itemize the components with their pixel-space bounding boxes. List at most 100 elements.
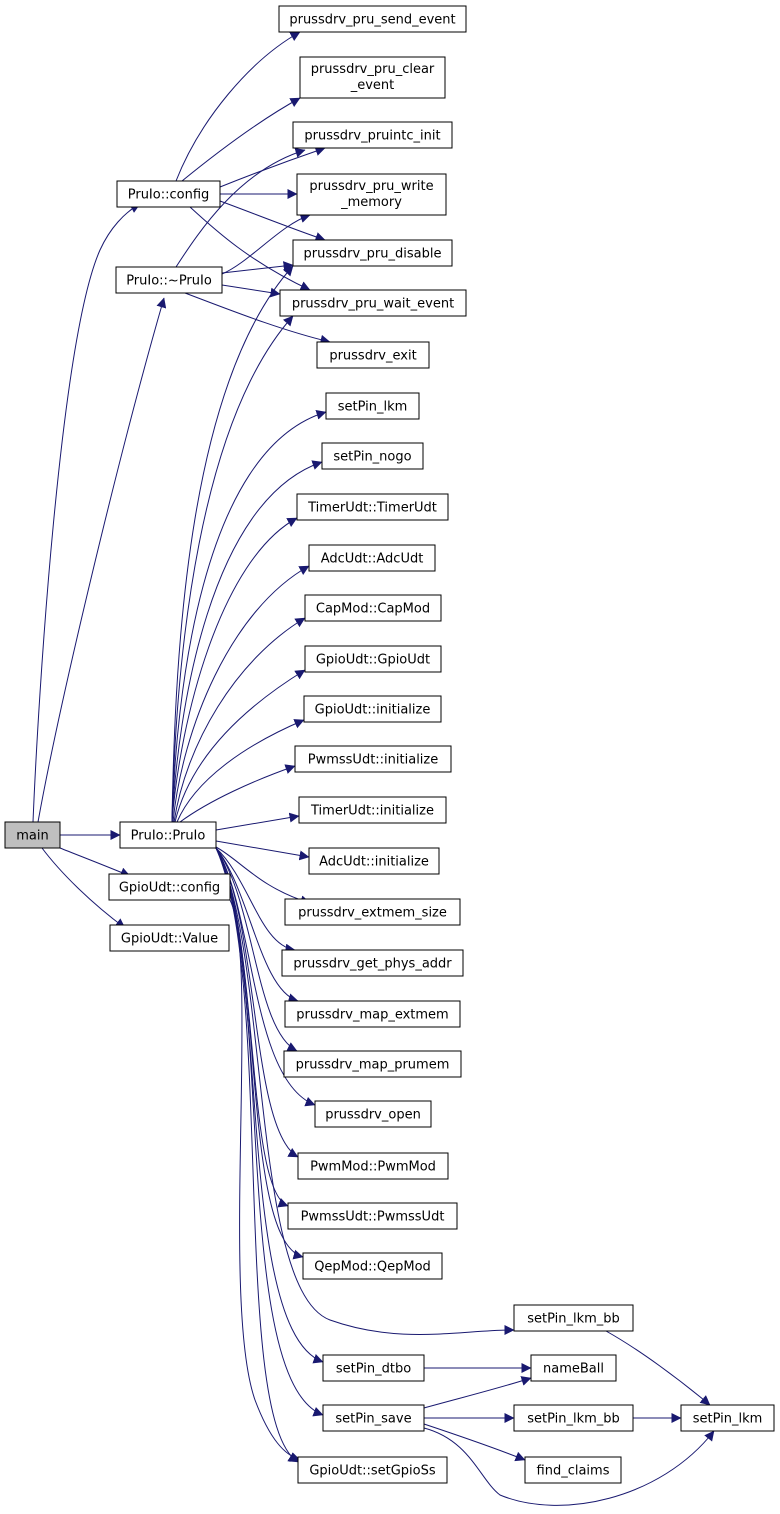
node-pruio-dtor[interactable]: PruIo::~PruIo	[115, 266, 223, 294]
node-label: setPin_lkm	[693, 1412, 763, 1427]
node-setpin-dtbo[interactable]: setPin_dtbo	[322, 1354, 425, 1382]
node-label: PwmMod::PwmMod	[310, 1160, 436, 1175]
node-label: prussdrv_pruintc_init	[304, 129, 440, 144]
node-label: GpioUdt::Value	[121, 932, 218, 947]
node-pruio-ctor[interactable]: PruIo::PruIo	[119, 821, 217, 849]
edge-main-to-pruio_dtor	[37, 297, 167, 823]
node-gpioudt-ctor[interactable]: GpioUdt::GpioUdt	[304, 645, 442, 673]
node-nameball[interactable]: nameBall	[530, 1354, 617, 1382]
edge-setpin_save-to-find_claims	[423, 1423, 526, 1462]
node-box	[325, 392, 420, 420]
edge-pruio_dtor-to-pruintc_init	[175, 148, 306, 268]
node-find-claims[interactable]: find_claims	[524, 1456, 622, 1484]
node-label: setPin_dtbo	[336, 1362, 411, 1377]
node-adcudt-init[interactable]: AdcUdt::initialize	[308, 847, 440, 875]
edge-pruio_ctor-to-pru_disable	[171, 265, 294, 823]
node-pru-disable[interactable]: prussdrv_pru_disable	[292, 239, 453, 267]
edge-pruio_ctor-to-qepmod_ctor	[215, 847, 304, 1260]
node-map-prumem[interactable]: prussdrv_map_prumem	[283, 1050, 462, 1078]
call-edges	[32, 31, 715, 1506]
node-label: PruIo::~PruIo	[126, 274, 212, 289]
node-box	[294, 745, 452, 773]
edge-pruio_config-to-pru_wait_event	[189, 206, 311, 291]
node-label: QepMod::QepMod	[314, 1260, 431, 1275]
edge-pruio_ctor-to-pru_wait_event	[171, 315, 294, 823]
node-gpioudt-value[interactable]: GpioUdt::Value	[109, 924, 230, 952]
edge-pruio_dtor-to-pru_disable	[221, 261, 294, 274]
edge-pruio_ctor-to-adcudt_ctor	[172, 565, 310, 823]
node-prussdrv-open[interactable]: prussdrv_open	[314, 1100, 432, 1128]
node-gpioudt-init[interactable]: GpioUdt::initialize	[303, 695, 442, 723]
node-setpin-lkm-b[interactable]: setPin_lkm	[680, 1404, 775, 1432]
node-box	[109, 924, 230, 952]
node-label: PwmssUdt::initialize	[308, 753, 439, 768]
node-get-phys-addr[interactable]: prussdrv_get_phys_addr	[281, 949, 464, 977]
node-box	[316, 341, 430, 369]
node-label: CapMod::CapMod	[316, 602, 430, 617]
node-box	[513, 1304, 634, 1332]
node-prussdrv-exit[interactable]: prussdrv_exit	[316, 341, 430, 369]
node-pru-send-event[interactable]: prussdrv_pru_send_event	[278, 5, 467, 33]
edge-pruio_ctor-to-setpin_lkm_a	[171, 409, 327, 823]
node-box	[302, 1252, 443, 1280]
node-main[interactable]: main	[4, 821, 61, 849]
node-box	[292, 239, 453, 267]
node-extmem-size[interactable]: prussdrv_extmem_size	[284, 898, 461, 926]
node-adcudt-ctor[interactable]: AdcUdt::AdcUdt	[308, 544, 436, 572]
edge-pruio_config-to-pruintc_init	[219, 146, 326, 188]
edge-pruio_config-to-pru_disable	[219, 200, 326, 242]
node-gpio-setgpioss[interactable]: GpioUdt::setGpioSs	[297, 1456, 448, 1484]
node-pru-write-memory[interactable]: prussdrv_pru_write_memory	[296, 173, 447, 216]
node-label: setPin_lkm_bb	[527, 1412, 620, 1427]
node-setpin-save[interactable]: setPin_save	[322, 1404, 425, 1432]
node-gpioudt-config[interactable]: GpioUdt::config	[108, 873, 231, 901]
node-box	[296, 493, 449, 521]
node-box	[298, 796, 447, 824]
node-box	[304, 594, 442, 622]
edge-pruio_ctor-to-map_extmem	[215, 847, 299, 1004]
edge-pruio_ctor-to-setpin_lkm_bb_a	[215, 847, 515, 1336]
node-pwmmod-ctor[interactable]: PwmMod::PwmMod	[297, 1152, 449, 1180]
node-box	[303, 695, 442, 723]
node-timerudt-ctor[interactable]: TimerUdt::TimerUdt	[296, 493, 449, 521]
edge-gpioudt_config-to-gpio_setgpioss	[229, 899, 301, 1462]
node-box	[296, 173, 447, 216]
node-box	[278, 5, 467, 33]
node-box	[524, 1456, 622, 1484]
node-box	[297, 1456, 448, 1484]
node-label: prussdrv_map_extmem	[296, 1008, 448, 1023]
node-label: prussdrv_pru_send_event	[289, 13, 455, 28]
node-setpin-lkm-a[interactable]: setPin_lkm	[325, 392, 420, 420]
node-box	[314, 1100, 432, 1128]
node-box	[115, 266, 223, 294]
edge-pruio_dtor-to-pru_write_memory	[221, 213, 311, 275]
node-label: main	[16, 829, 48, 844]
node-box	[4, 821, 61, 849]
node-box	[284, 1000, 461, 1028]
node-label: find_claims	[537, 1464, 610, 1479]
edge-pruio_ctor-to-capmod_ctor	[173, 617, 306, 823]
node-pruio-config[interactable]: PruIo::config	[116, 180, 221, 208]
edge-main-to-gpioudt_value	[41, 847, 126, 929]
node-pwmssudt-init[interactable]: PwmssUdt::initialize	[294, 745, 452, 773]
edge-pruio_config-to-pru_send_event	[175, 31, 301, 182]
node-pwmssudt-ctor[interactable]: PwmssUdt::PwmssUdt	[287, 1202, 458, 1230]
node-setpin-lkm-bb-a[interactable]: setPin_lkm_bb	[513, 1304, 634, 1332]
edge-pruio_ctor-to-gpio_setgpioss	[215, 847, 299, 1463]
node-label: PruIo::PruIo	[131, 829, 206, 844]
node-pruintc-init[interactable]: prussdrv_pruintc_init	[292, 121, 453, 149]
edge-pruio_ctor-to-pwmmod_ctor	[215, 847, 299, 1158]
node-setpin-nogo[interactable]: setPin_nogo	[321, 442, 424, 470]
node-label: setPin_save	[335, 1412, 411, 1427]
node-pru-clear-event[interactable]: prussdrv_pru_clear_event	[299, 56, 446, 99]
node-qepmod-ctor[interactable]: QepMod::QepMod	[302, 1252, 443, 1280]
node-pru-wait-event[interactable]: prussdrv_pru_wait_event	[279, 289, 467, 317]
node-capmod-ctor[interactable]: CapMod::CapMod	[304, 594, 442, 622]
node-label: _memory	[340, 195, 402, 210]
node-timerudt-init[interactable]: TimerUdt::initialize	[298, 796, 447, 824]
node-map-extmem[interactable]: prussdrv_map_extmem	[284, 1000, 461, 1028]
node-label: prussdrv_map_prumem	[296, 1058, 450, 1073]
node-label: prussdrv_open	[325, 1108, 421, 1123]
node-setpin-lkm-bb-b[interactable]: setPin_lkm_bb	[513, 1404, 634, 1432]
edge-setpin_save-to-setpin_lkm_b	[423, 1427, 715, 1506]
